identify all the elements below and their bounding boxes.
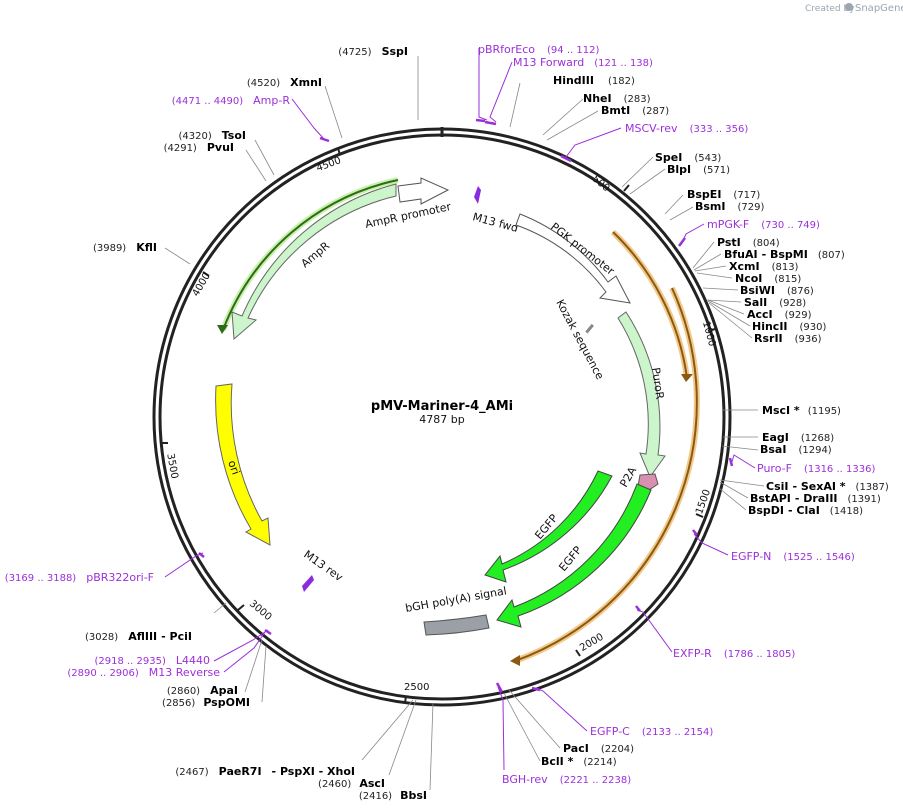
enzyme-bsmi[interactable]: BsmI(729) (695, 200, 764, 213)
egfp-arrow-1 (484, 470, 613, 583)
ori-arrow (215, 383, 271, 546)
enzyme-bcli[interactable]: BclI *(2214) (541, 755, 617, 768)
enzyme-hindiii[interactable]: HindIII(182) (553, 74, 635, 87)
map-length: 4787 bp (419, 413, 464, 426)
enzyme-paci[interactable]: PacI(2204) (563, 742, 634, 755)
orf-arcs (217, 177, 700, 666)
enzyme-pspomi[interactable]: (2856)PspOMI (162, 696, 250, 709)
primer-exfp-r[interactable]: EXFP-R(1786 .. 1805) (673, 647, 795, 660)
enzyme-blpi[interactable]: BlpI(571) (667, 163, 730, 176)
pgk-promoter-label: PGK promoter (548, 220, 617, 278)
primer-mscv-rev[interactable]: MSCV-rev(333 .. 356) (625, 122, 748, 135)
tick-2500: 2500 (404, 682, 429, 693)
primer-egfp-c[interactable]: EGFP-C(2133 .. 2154) (590, 725, 713, 738)
snapgene-credit: Created by SnapGene (805, 3, 903, 14)
primer-ticks (198, 118, 734, 693)
enzyme-sspi[interactable]: (4725)SspI (338, 45, 408, 58)
primer-m13-forward[interactable]: M13 Forward(121 .. 138) (513, 56, 653, 69)
primer-mpgk-f[interactable]: mPGK-F(730 .. 749) (707, 218, 820, 231)
enzyme-csii[interactable]: CsiI- SexAI *(1387) (766, 480, 889, 493)
primer-amp-r[interactable]: (4471 .. 4490)Amp-R (172, 94, 291, 107)
primer-leader-lines (164, 48, 756, 771)
leader-lines (164, 56, 765, 791)
egfp-arrow-2 (496, 483, 652, 628)
enzyme-labels-left: (4725)SspI (4520)XmnI (4320)TsoI (4291)P… (85, 45, 427, 802)
enzyme-afliii[interactable]: (3028)AflIII- PciI (85, 630, 192, 643)
enzyme-bfuai[interactable]: BfuAI- BspMI(807) (724, 248, 845, 261)
m13-rev-label: M13 rev (301, 548, 345, 584)
enzyme-xmni[interactable]: (4520)XmnI (247, 76, 322, 89)
puror-arrow (617, 311, 666, 479)
tick-3000: 3000 (247, 598, 274, 623)
ampr-promoter-label: AmpR promoter (364, 200, 453, 231)
enzyme-bspdi[interactable]: BspDI- ClaI(1418) (748, 504, 863, 517)
m13-fwd-marker (474, 186, 481, 204)
enzyme-msci[interactable]: MscI *(1195) (762, 404, 841, 417)
primer-l4440[interactable]: (2918 .. 2935)L4440 (94, 654, 210, 667)
enzyme-ncoi[interactable]: NcoI(815) (735, 272, 801, 285)
primer-m13-reverse[interactable]: (2890 .. 2906)M13 Reverse (67, 666, 220, 679)
kozak-marker (585, 323, 594, 334)
enzyme-rsrii[interactable]: RsrII(936) (754, 332, 822, 345)
enzyme-hincii[interactable]: HincII(930) (752, 320, 827, 333)
enzyme-acci[interactable]: AccI(929) (747, 308, 812, 321)
enzyme-xcmi[interactable]: XcmI(813) (729, 260, 799, 273)
enzyme-bspei[interactable]: BspEI(717) (687, 188, 760, 201)
primer-pbr322ori-f[interactable]: (3169 .. 3188)pBR322ori-F (5, 571, 154, 584)
kozak-label: Kozak sequence (553, 297, 606, 382)
enzyme-tsoi[interactable]: (4320)TsoI (178, 129, 246, 142)
primer-puro-f[interactable]: Puro-F(1316 .. 1336) (757, 462, 875, 475)
map-title: pMV-Mariner-4_AMi (371, 399, 513, 414)
ampr-arrow (231, 183, 397, 341)
m13-fwd-label: M13 fwd (471, 210, 519, 235)
enzyme-bbsi[interactable]: (2416)BbsI (359, 789, 427, 802)
enzyme-eagi[interactable]: EagI(1268) (762, 431, 834, 444)
enzyme-bstapi[interactable]: BstAPI- DraIII(1391) (750, 492, 881, 505)
enzyme-bsai[interactable]: BsaI(1294) (760, 443, 832, 456)
tick-500: 500 (590, 174, 612, 195)
credit-brand: SnapGene (855, 3, 903, 14)
enzyme-bmti[interactable]: BmtI(287) (601, 104, 669, 117)
ori-label: ori (225, 459, 242, 477)
enzyme-kfli[interactable]: (3989)KflI (93, 241, 157, 254)
pgk-promoter-arrow (515, 213, 631, 304)
enzyme-spei[interactable]: SpeI(543) (655, 151, 721, 164)
primer-labels: pBRforEco(94 .. 112) M13 Forward(121 .. … (5, 43, 876, 786)
enzyme-sali[interactable]: SalI(928) (744, 296, 806, 309)
puror-label: PuroR (649, 367, 666, 401)
bgh-polya-marker (423, 614, 490, 636)
primer-bgh-rev[interactable]: BGH-rev(2221 .. 2238) (502, 773, 631, 786)
primer-pbrforeco[interactable]: pBRforEco(94 .. 112) (478, 43, 599, 56)
enzyme-bsiwi[interactable]: BsiWI(876) (740, 284, 814, 297)
enzyme-paer7i[interactable]: (2467)PaeR7I- PspXI - XhoI (175, 765, 355, 778)
enzyme-labels-right: HindIII(182) NheI(283) BmtI(287) SpeI(54… (541, 74, 889, 768)
snapgene-logo-icon (845, 3, 853, 11)
enzyme-psti[interactable]: PstI(804) (717, 236, 780, 249)
backbone (152, 127, 732, 707)
bgh-polya-label: bGH poly(A) signal (404, 584, 507, 615)
credit-prefix: Created by (805, 4, 855, 14)
ampr-promoter-arrow (397, 177, 450, 205)
enzyme-nhei[interactable]: NheI(283) (583, 92, 651, 105)
tick-3500: 3500 (164, 453, 179, 480)
primer-egfp-n[interactable]: EGFP-N(1525 .. 1546) (731, 550, 855, 563)
enzyme-pvui[interactable]: (4291)PvuI (164, 141, 234, 154)
enzyme-asci[interactable]: (2460)AscI (318, 777, 385, 790)
m13-rev-marker (302, 575, 314, 592)
enzyme-apai[interactable]: (2860)ApaI (167, 684, 238, 697)
